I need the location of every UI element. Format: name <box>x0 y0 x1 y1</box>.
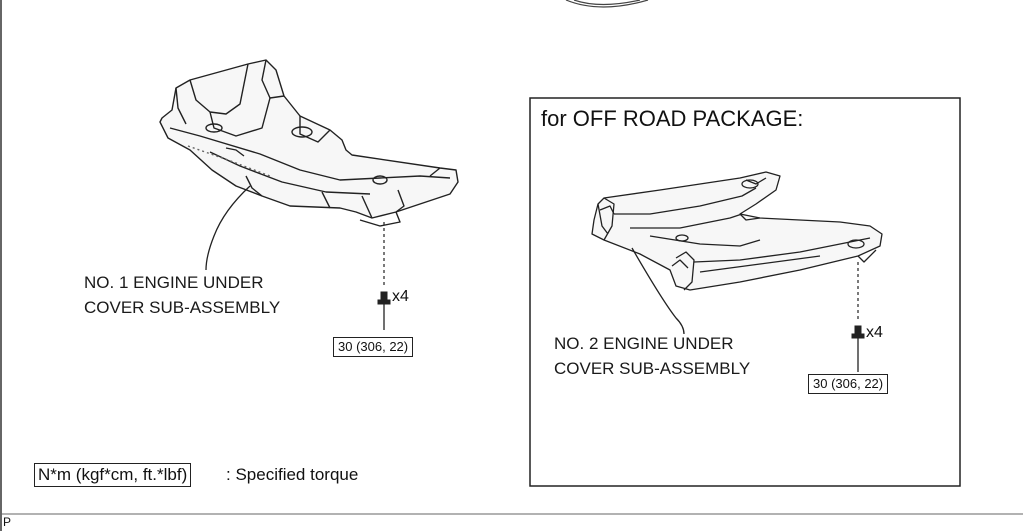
torque-unit-legend-box: N*m (kgf*cm, ft.*lbf) <box>34 463 192 487</box>
top-partial-part-graphic <box>565 0 649 8</box>
no2-leader-line <box>631 247 685 335</box>
torque-legend-description: : Specified torque <box>226 465 359 484</box>
no2-bolt-graphic <box>851 325 865 372</box>
no1-part-label-line1: NO. 1 ENGINE UNDER <box>84 273 264 292</box>
no2-engine-under-cover-graphic <box>591 171 883 291</box>
no1-bolt-quantity: x4 <box>392 288 409 305</box>
no2-torque-spec: 30 (306, 22) <box>808 374 889 394</box>
no1-bolt-graphic <box>377 291 391 330</box>
off-road-package-panel <box>529 97 961 487</box>
no2-part-label-line1: NO. 2 ENGINE UNDER <box>554 334 734 353</box>
off-road-package-title: for OFF ROAD PACKAGE: <box>541 106 804 131</box>
no1-engine-under-cover-graphic <box>159 59 459 227</box>
no2-bolt-quantity: x4 <box>866 324 883 341</box>
no1-leader-line <box>205 185 251 271</box>
corner-code: P <box>3 515 12 529</box>
no1-torque-spec: 30 (306, 22) <box>333 337 414 357</box>
no2-part-label-line2: COVER SUB-ASSEMBLY <box>554 359 751 378</box>
no1-part-label-line2: COVER SUB-ASSEMBLY <box>84 298 281 317</box>
